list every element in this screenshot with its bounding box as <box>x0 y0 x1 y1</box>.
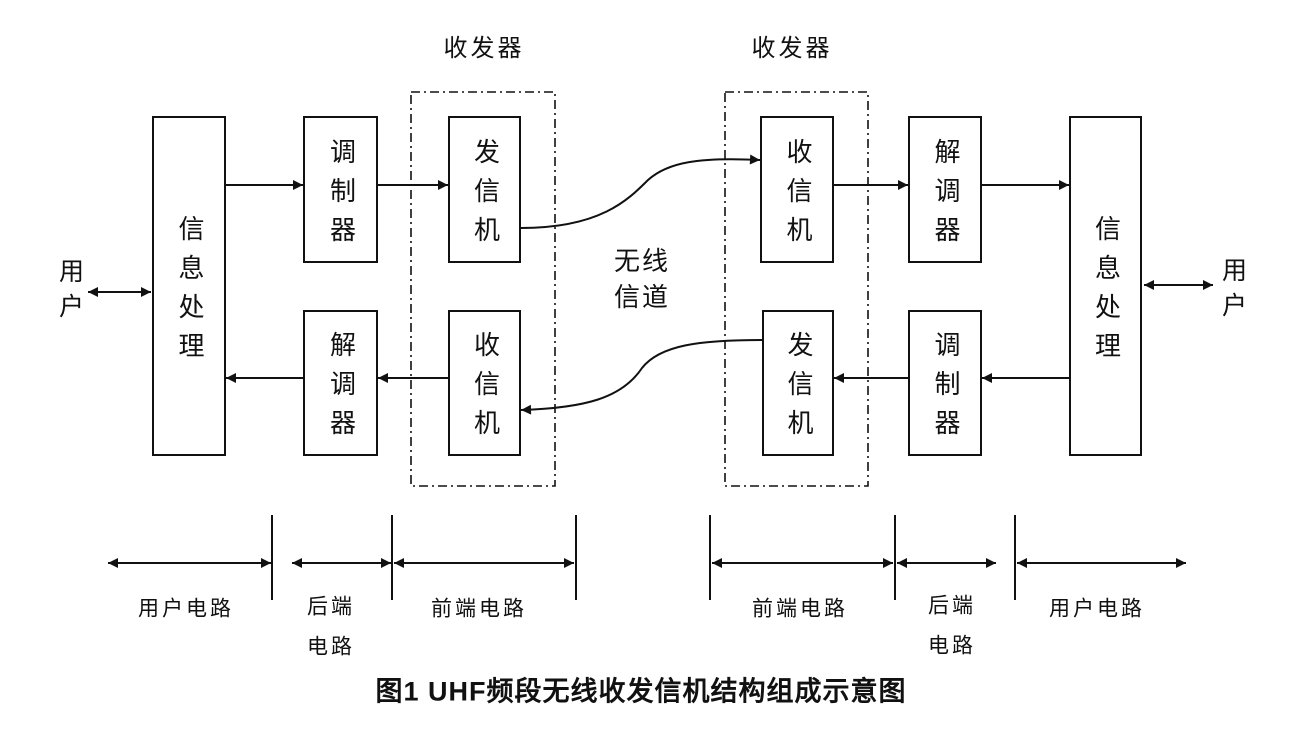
right-user-label: 用户 <box>1218 257 1248 327</box>
top-left-modulator-block: 调制器 <box>303 116 378 263</box>
right-front-end-label: 前端电路 <box>752 596 848 621</box>
top-left-modulator-label: 调制器 <box>325 137 356 255</box>
top-left-transmitter-block: 发信机 <box>448 116 521 263</box>
top-right-demodulator-block: 解调器 <box>908 116 982 263</box>
top-right-receiver-label: 收信机 <box>782 137 812 255</box>
top-left-transmitter-label: 发信机 <box>469 137 500 255</box>
bottom-left-receiver-label: 收信机 <box>469 331 500 448</box>
top-right-receiver-block: 收信机 <box>760 116 834 263</box>
bottom-left-receiver-block: 收信机 <box>448 310 521 456</box>
right-info-processing-label: 信息处理 <box>1090 214 1121 371</box>
bottom-left-demodulator-label: 解调器 <box>325 331 356 448</box>
bottom-left-demodulator-block: 解调器 <box>303 310 378 456</box>
left-info-processing-label: 信息处理 <box>174 214 204 371</box>
channel-label-line1: 无线 <box>613 247 671 277</box>
left-info-processing-block: 信息处理 <box>152 116 226 456</box>
left-transceiver-label: 收发器 <box>443 34 525 62</box>
right-transceiver-label: 收发器 <box>751 34 833 62</box>
left-user-circuit-label: 用户电路 <box>138 596 234 621</box>
figure-caption: 图1 UHF频段无线收发信机结构组成示意图 <box>375 676 907 707</box>
bottom-right-transmitter-label: 发信机 <box>783 331 813 448</box>
right-user-circuit-label: 用户电路 <box>1049 596 1145 621</box>
left-back-end-label-line2: 电路 <box>307 634 355 659</box>
bottom-right-modulator-label: 调制器 <box>930 331 960 448</box>
channel-label-line2: 信道 <box>613 283 671 313</box>
top-right-demodulator-label: 解调器 <box>930 137 960 255</box>
right-back-end-label-line2: 电路 <box>928 633 976 658</box>
wireless-link-forward <box>520 154 761 229</box>
bottom-right-transmitter-block: 发信机 <box>762 310 834 456</box>
left-back-end-label-line1: 后端 <box>307 594 355 619</box>
left-user-label: 用户 <box>55 258 85 328</box>
right-back-end-label-line1: 后端 <box>928 593 976 618</box>
right-info-processing-block: 信息处理 <box>1069 116 1142 456</box>
left-front-end-label: 前端电路 <box>431 596 527 621</box>
wireless-link-reverse <box>520 339 763 415</box>
bottom-right-modulator-block: 调制器 <box>908 310 982 456</box>
